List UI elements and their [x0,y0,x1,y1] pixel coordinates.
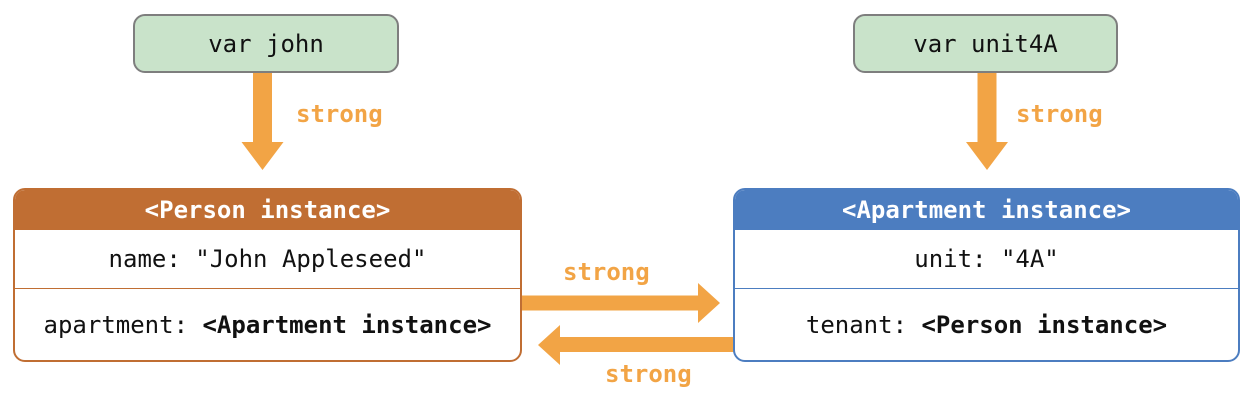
apartment-unit-text: unit: "4A" [914,245,1059,273]
apartment-tenant-value: <Person instance> [921,310,1168,339]
down-arrow-icon-unit4A-to-apartment [966,73,1008,170]
strong-label-john-arrow: strong [296,100,383,128]
strong-label-person-to-apartment-arrow: strong [563,258,650,286]
person-apartment-value: <Apartment instance> [202,310,492,339]
strong-label-apartment-to-person-arrow: strong [605,360,692,388]
person-instance-title: <Person instance> [15,190,520,230]
person-apartment-prefix: apartment: [43,310,203,339]
strong-label-unit4A-arrow: strong [1016,100,1103,128]
apartment-unit-row: unit: "4A" [735,230,1238,289]
person-instance-box: <Person instance> name: "John Appleseed"… [13,188,522,362]
down-arrow-icon-john-to-person [241,73,284,170]
person-apartment-row: apartment: <Apartment instance> [15,289,520,360]
left-arrow-icon-apartment-to-person [538,325,745,365]
right-arrow-icon-person-to-apartment [515,283,720,323]
variable-box-unit4A: var unit4A [853,14,1118,73]
apartment-tenant-prefix: tenant: [805,310,922,339]
apartment-tenant-row: tenant: <Person instance> [735,289,1238,360]
variable-box-john: var john [133,14,399,73]
apartment-instance-box: <Apartment instance> unit: "4A" tenant: … [733,188,1240,362]
person-name-row: name: "John Appleseed" [15,230,520,289]
person-name-text: name: "John Appleseed" [108,245,427,273]
variable-label-john: var john [208,29,324,58]
variable-label-unit4A: var unit4A [913,29,1058,58]
apartment-instance-title: <Apartment instance> [735,190,1238,230]
